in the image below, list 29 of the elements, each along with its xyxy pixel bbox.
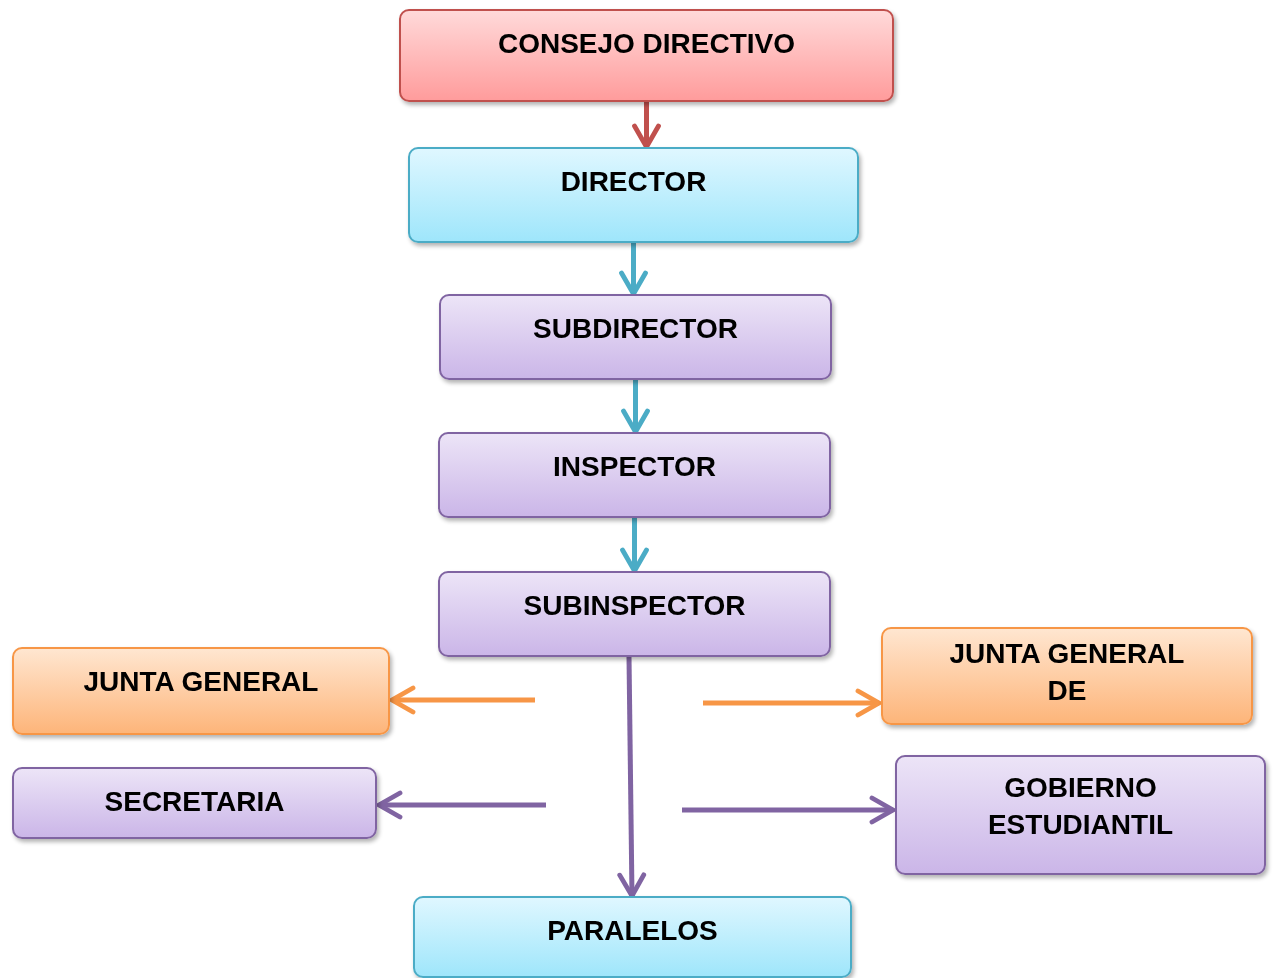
arrow: [703, 688, 882, 718]
box-label: INSPECTOR: [553, 450, 716, 484]
arrow: [632, 102, 661, 150]
arrow: [620, 518, 649, 574]
org-box: [438, 571, 831, 657]
arrow: [617, 656, 647, 899]
box-label: JUNTA GENERAL: [83, 665, 319, 699]
box-label: SECRETARIA: [104, 785, 285, 819]
box-label: CONSEJO DIRECTIVO: [497, 27, 796, 61]
org-box: [439, 294, 832, 380]
arrow: [621, 380, 650, 435]
org-box: [881, 627, 1253, 725]
box-label: SUBINSPECTOR: [523, 589, 746, 623]
arrow: [389, 685, 535, 715]
org-box: [413, 896, 852, 978]
arrow: [376, 790, 546, 820]
arrow: [619, 243, 648, 297]
org-box: [408, 147, 859, 243]
org-box: [895, 755, 1266, 875]
box-label: SUBDIRECTOR: [533, 312, 738, 346]
box-label: JUNTA GENERAL DE: [948, 637, 1186, 708]
org-box: [12, 767, 377, 839]
org-box: [438, 432, 831, 518]
box-label: DIRECTOR: [560, 165, 707, 199]
box-label: GOBIERNO ESTUDIANTIL: [986, 771, 1175, 842]
org-box: [12, 647, 390, 735]
arrow: [682, 795, 896, 825]
box-label: PARALELOS: [547, 914, 718, 948]
org-box: [399, 9, 894, 102]
